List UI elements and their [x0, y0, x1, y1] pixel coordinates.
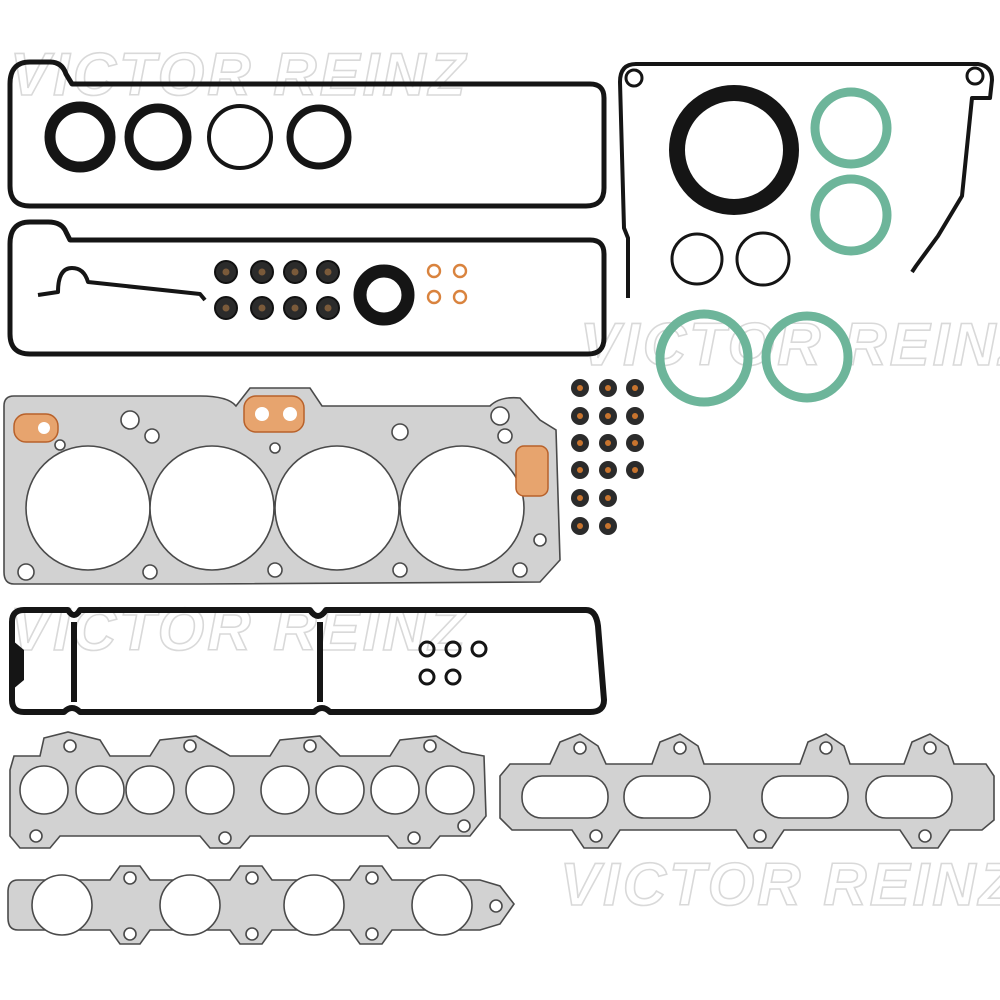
- valve-stem-seals-top: [214, 260, 340, 320]
- crankshaft-seal: [669, 85, 799, 215]
- throttle-body-gasket: [7, 865, 515, 945]
- watermark-bottom: VICTOR REINZ: [560, 851, 1000, 918]
- watermark-lower: VICTOR REINZ: [10, 596, 468, 663]
- plug-seal-ring-3: [207, 104, 273, 170]
- o-ring-right: [735, 231, 791, 287]
- o-ring-left: [670, 232, 724, 286]
- green-seal-ring-4: [761, 311, 853, 403]
- small-shaped-seal: [37, 266, 207, 302]
- exhaust-manifold-gasket: [499, 733, 995, 849]
- timing-cover-gasket: [618, 62, 994, 407]
- oil-passage-left: [13, 413, 59, 443]
- plug-seal-ring-1: [44, 101, 116, 173]
- watermark-top: VICTOR REINZ: [10, 41, 468, 108]
- copper-washers-top: [426, 263, 468, 305]
- oil-passage-right: [515, 445, 549, 497]
- watermark-group: VICTOR REINZ VICTOR REINZ VICTOR REINZ V…: [9, 40, 1000, 919]
- valve-stem-seals-column: [571, 379, 644, 535]
- shaft-seal-small: [353, 264, 415, 326]
- green-seal-ring-2: [810, 174, 892, 256]
- bolt-holes: [17, 406, 547, 581]
- green-seal-ring-1: [810, 87, 892, 169]
- valve-cover-gasket: [7, 59, 607, 209]
- green-seal-ring-3: [655, 309, 753, 407]
- rocker-cover-gasket: [9, 607, 607, 715]
- cylinder-bore-2: [149, 445, 275, 571]
- plug-seal-ring-2: [124, 103, 192, 171]
- plug-seal-ring-4: [286, 104, 352, 170]
- small-o-rings: [418, 640, 488, 686]
- intake-manifold-gasket: [9, 731, 487, 849]
- cylinder-bore-1: [25, 445, 151, 571]
- cam-cover-gasket: [7, 219, 607, 357]
- cylinder-bore-3: [274, 445, 400, 571]
- cylinder-bore-4: [399, 445, 525, 571]
- water-passage-top: [243, 395, 305, 433]
- cylinder-head-gasket: [3, 387, 561, 585]
